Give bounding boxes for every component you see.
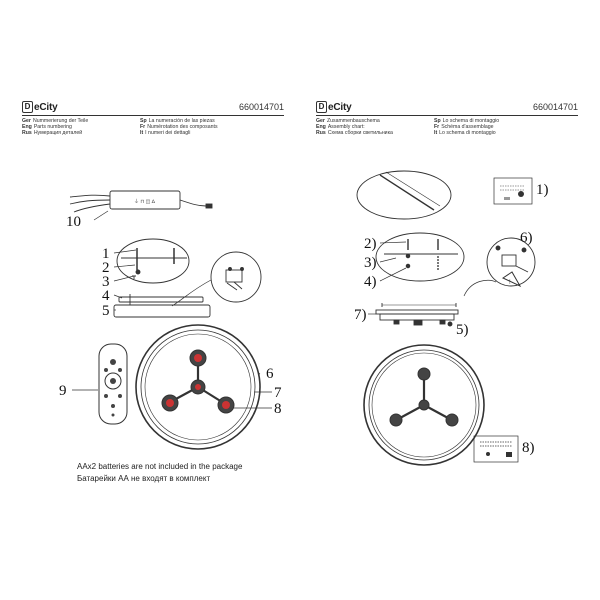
leader-lines-2-4 [379,241,407,282]
callout-step-4: 4) [364,274,377,290]
batteries-note-en: AAx2 batteries are not included in the p… [77,462,243,471]
drill-step-illustration [356,170,533,220]
leader-lines-6-8 [234,372,272,409]
remote-control [98,343,128,425]
callout-step-8: 8) [522,440,535,456]
mounting-bar-illustration: ! [375,232,536,297]
brand-logo: D eCity [316,100,352,114]
callout-3: 3 [102,274,110,290]
logo-text: eCity [328,101,352,113]
callout-9: 9 [59,383,67,399]
product-code: 660014701 [238,102,284,112]
product-code: 660014701 [532,102,578,112]
brand-logo: D eCity [22,100,58,114]
assembly-diagram: 1) ! 2) 3) 4) 6) [354,170,549,466]
batteries-note-ru: Батарейки АА не входят в комплект [77,474,211,483]
callout-10: 10 [66,214,81,230]
leader-lines-1-5 [113,249,137,311]
callout-4: 4 [102,288,110,304]
logo-text: eCity [34,101,58,113]
callout-step-3: 3) [364,255,377,271]
logo-mark: D [316,101,327,113]
callout-1: 1 [102,246,110,262]
callout-8: 8 [274,401,282,417]
callout-step-2: 2) [364,236,377,252]
logo-mark: D [22,101,33,113]
svg-text:⏚ ⊓ ◫ ∆: ⏚ ⊓ ◫ ∆ [134,198,156,205]
svg-text:!: ! [509,280,511,286]
callout-2: 2 [102,260,110,276]
lamp-base-side-view [375,303,459,327]
callout-step-5: 5) [456,322,469,338]
callout-step-7: 7) [354,307,367,323]
callout-step-1: 1) [536,182,549,198]
callout-5: 5 [102,303,110,319]
callout-step-6: 6) [520,230,533,246]
remote-battery-illustration [473,435,519,463]
header-divider [22,115,284,116]
led-driver: ⏚ ⊓ ◫ ∆ [69,190,213,213]
callout-6: 6 [266,366,274,382]
assembled-lamp [363,344,485,466]
mounting-assembly [113,238,262,318]
parts-diagram: ⏚ ⊓ ◫ ∆ 10 1 2 3 4 5 [59,190,282,450]
ceiling-lamp [135,324,261,450]
header-divider [316,115,578,116]
callout-7: 7 [274,385,282,401]
